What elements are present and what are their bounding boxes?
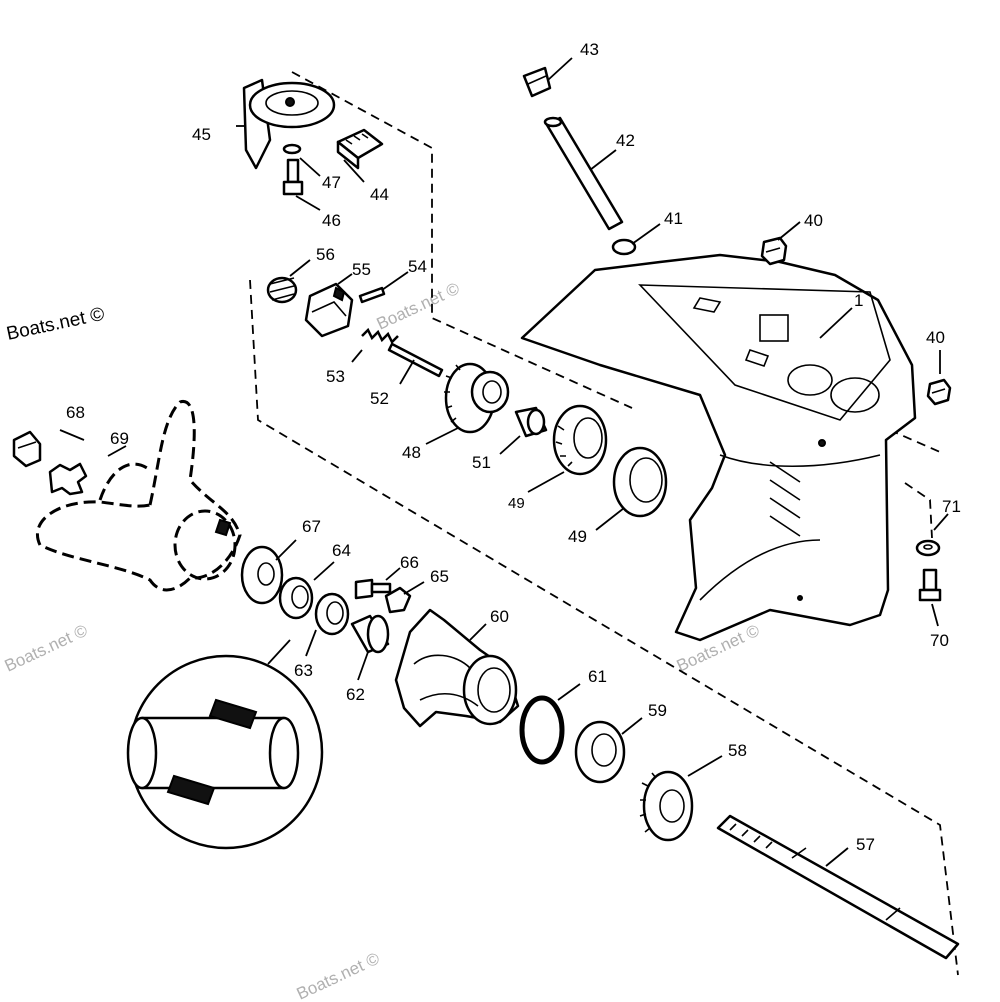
bearing-part-63 xyxy=(314,592,350,636)
shift-shaft-part-52 xyxy=(387,342,444,378)
callout-46: 46 xyxy=(322,211,341,230)
callout-55: 55 xyxy=(352,260,371,279)
callout-62: 62 xyxy=(346,685,365,704)
callout-54: 54 xyxy=(408,257,427,276)
callout-47: 47 xyxy=(322,173,341,192)
propeller-outline xyxy=(36,400,242,592)
grommet-part-43 xyxy=(522,66,552,98)
washer-part-71 xyxy=(915,539,941,557)
callout-60: 60 xyxy=(490,607,509,626)
spring-part-56 xyxy=(266,276,298,304)
callout-43: 43 xyxy=(580,40,599,59)
bushing-part-62 xyxy=(350,614,390,654)
callout-1: 1 xyxy=(854,291,863,310)
callout-44: 44 xyxy=(370,185,389,204)
bushing-part-51 xyxy=(514,406,548,438)
callout-48: 48 xyxy=(402,443,421,462)
watermark: Boats.net © xyxy=(2,621,91,676)
washer-part-47 xyxy=(282,143,302,155)
callout-49: 49 xyxy=(508,495,525,512)
callout-63: 63 xyxy=(294,661,313,680)
leader-lines xyxy=(59,57,949,867)
bearing-cup-part-49 xyxy=(612,446,668,518)
callout-59: 59 xyxy=(648,701,667,720)
bearing-part-64 xyxy=(278,576,314,620)
alignment-lines xyxy=(249,71,959,976)
callout-56: 56 xyxy=(316,245,335,264)
callout-68: 68 xyxy=(66,403,85,422)
callout-71: 71 xyxy=(942,497,961,516)
watermark: Boats.net © xyxy=(294,949,383,1002)
callout-labels: 43 42 41 40 1 40 45 44 47 46 56 55 54 53… xyxy=(66,40,961,854)
callout-64: 64 xyxy=(332,541,351,560)
callout-58: 58 xyxy=(728,741,747,760)
callout-42: 42 xyxy=(616,131,635,150)
callout-66: 66 xyxy=(400,553,419,572)
clutch-part-55 xyxy=(304,282,354,338)
screw-part-70 xyxy=(918,568,942,602)
detail-inset xyxy=(126,639,324,850)
callout-40: 40 xyxy=(804,211,823,230)
ball-bearing-part-59 xyxy=(574,720,626,784)
callout-41: 41 xyxy=(664,209,683,228)
callout-70: 70 xyxy=(930,631,949,650)
callout-69: 69 xyxy=(110,429,129,448)
callout-45: 45 xyxy=(192,125,211,144)
propeller-shaft-part-57 xyxy=(716,814,960,960)
thrust-washer-part-67 xyxy=(240,545,284,605)
tab-washer-part-69 xyxy=(48,462,88,496)
washer-part-41 xyxy=(611,238,637,256)
callout-65: 65 xyxy=(430,567,449,586)
block-part-44 xyxy=(336,128,384,170)
bolt-part-46 xyxy=(282,158,304,196)
callout-61: 61 xyxy=(588,667,607,686)
callout-57: 57 xyxy=(856,835,875,854)
o-ring-part-61 xyxy=(519,695,565,765)
nut-part-40-upper xyxy=(760,236,788,266)
gear-part-58 xyxy=(639,770,694,842)
trim-tab-part-45 xyxy=(242,78,336,170)
callout-67: 67 xyxy=(302,517,321,536)
callout-40: 40 xyxy=(926,328,945,347)
nut-part-40-lower xyxy=(926,378,952,406)
gearcase-housing xyxy=(520,253,917,642)
callout-53: 53 xyxy=(326,367,345,386)
bearing-cone-part-49 xyxy=(552,404,608,476)
callout-49: 49 xyxy=(568,527,587,546)
callout-52: 52 xyxy=(370,389,389,408)
callout-51: 51 xyxy=(472,453,491,472)
screw-part-66 xyxy=(354,578,392,600)
tube-part-42 xyxy=(543,116,624,231)
watermark: Boats.net © xyxy=(5,304,107,345)
bearing-carrier-part-60 xyxy=(394,608,520,728)
propeller-nut-part-68 xyxy=(12,430,42,468)
gear-part-48 xyxy=(444,362,510,434)
spring-part-53 xyxy=(361,327,399,345)
pin-part-54 xyxy=(358,286,386,304)
